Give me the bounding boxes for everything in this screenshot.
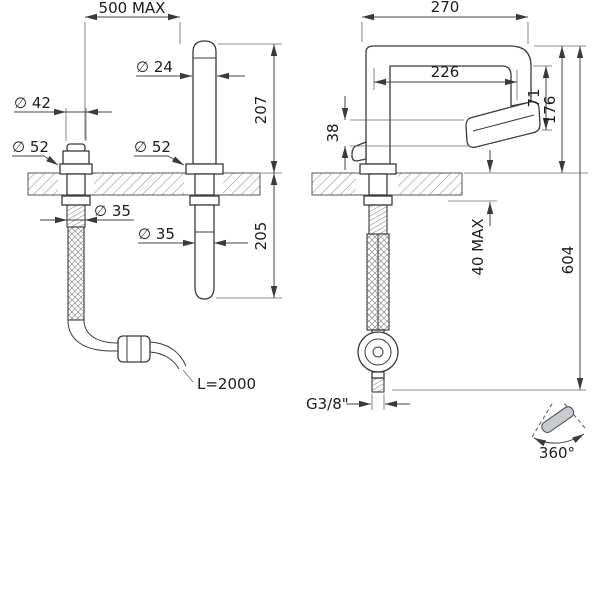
- dia-35-knob-label: ∅ 35: [94, 202, 131, 220]
- dim-g38: G3/8": [306, 394, 410, 413]
- dim-176-label: 176: [541, 96, 559, 125]
- spray-hose: [67, 226, 194, 383]
- dim-dia-52-spout: ∅ 52: [134, 138, 185, 166]
- hose-length-label-group: L=2000: [197, 375, 256, 393]
- dim-604-label: 604: [559, 246, 577, 275]
- hose-length-label: L=2000: [197, 375, 256, 393]
- dim-226: 226: [373, 63, 518, 100]
- dim-604: 604: [392, 46, 586, 391]
- faucet-undercounter: [357, 173, 399, 393]
- dim-270: 270: [361, 0, 529, 44]
- faucet-profile: [351, 45, 541, 175]
- dim-226-label: 226: [431, 63, 460, 81]
- dim-71: 71: [525, 65, 552, 131]
- dim-205: 205: [216, 173, 282, 299]
- dim-dia-35-spout: ∅ 35: [138, 225, 248, 247]
- g38-thread: [371, 377, 385, 393]
- dim-38-label: 38: [324, 123, 342, 142]
- lever-handle: [351, 141, 367, 162]
- thread-size-label: G3/8": [306, 395, 349, 413]
- swivel-angle-label: 360°: [539, 444, 575, 462]
- dim-dia-52-knob: ∅ 52: [12, 138, 59, 166]
- dim-dia-42: ∅ 42: [14, 94, 112, 141]
- swivel-icon: 360°: [531, 401, 586, 462]
- dim-dia-35-knob: ∅ 35: [40, 202, 134, 224]
- dim-38: 38: [324, 96, 470, 170]
- dim-40-max: 40 MAX: [448, 150, 497, 276]
- dia-52-spout-label: ∅ 52: [134, 138, 171, 156]
- dim-40max-label: 40 MAX: [469, 218, 487, 275]
- dim-205-label: 205: [252, 222, 270, 251]
- swivel-lever: [541, 406, 575, 434]
- control-knob: [59, 143, 93, 228]
- dim-500max-label: 500 MAX: [99, 0, 166, 17]
- dia-52-knob-label: ∅ 52: [12, 138, 49, 156]
- check-valve: [357, 331, 399, 373]
- dia-35-spout-label: ∅ 35: [138, 225, 175, 243]
- right-view: 270 226 71 38 176: [306, 0, 588, 462]
- dim-500-max: 500 MAX: [84, 0, 181, 140]
- pullout-spray-head: [465, 100, 541, 149]
- dim-207-label: 207: [252, 96, 270, 125]
- dim-270-label: 270: [431, 0, 460, 16]
- counter-left: [27, 172, 261, 196]
- dia-24-label: ∅ 24: [136, 58, 173, 76]
- left-view: 500 MAX ∅ 24 ∅ 42 ∅ 52 ∅ 52: [12, 0, 282, 393]
- dim-207: 207: [218, 43, 282, 174]
- hose-weight: [117, 335, 151, 363]
- spout-column: [185, 40, 224, 300]
- dim-dia-24: ∅ 24: [136, 58, 245, 80]
- dim-71-label: 71: [525, 88, 543, 107]
- dia-42-label: ∅ 42: [14, 94, 51, 112]
